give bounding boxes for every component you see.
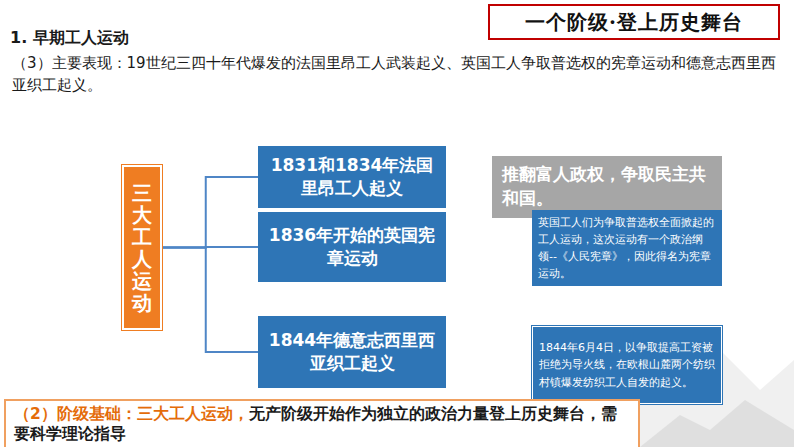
box-text: 1844年6月4日，以争取提高工资被拒绝为导火线，在欧根山麓两个纺织村镇爆发纺织… (539, 339, 715, 390)
box-text: 1836年开始的英国宪章运动 (266, 224, 438, 270)
category-box: 三大工人运动 (122, 165, 162, 330)
box-text: 1831和1834年法国里昂工人起义 (266, 154, 438, 200)
section-heading: 1. 早期工人运动 (10, 28, 310, 49)
box-text: 三大工人运动 (132, 182, 152, 314)
note-box: 推翻富人政权，争取民主共和国。 (492, 156, 722, 218)
title-box: 一个阶级·登上历史舞台 (488, 4, 780, 40)
summary-text: （3）主要表现：19世纪三四十年代爆发的法国里昂工人武装起义、英国工人争取普选权… (12, 52, 782, 96)
summary-box: （2）阶级基础：三大工人运动，无产阶级开始作为独立的政治力量登上历史舞台，需要科… (4, 399, 640, 447)
mountain-shape (640, 400, 794, 447)
bracket-connector (163, 248, 258, 353)
box-text: 推翻富人政权，争取民主共和国。 (502, 163, 712, 211)
note-box: 1844年6月4日，以争取提高工资被拒绝为导火线，在欧根山麓两个纺织村镇爆发纺织… (532, 326, 722, 404)
box-text: 英国工人们为争取普选权全面掀起的工人运动，这次运动有一个政治纲领--《人民宪章》… (538, 214, 716, 282)
event-box: 1836年开始的英国宪章运动 (258, 212, 446, 282)
box-text: （2）阶级基础：三大工人运动， (14, 405, 249, 423)
event-box: 1844年德意志西里西亚织工起义 (258, 316, 446, 388)
event-box: 1831和1834年法国里昂工人起义 (258, 146, 446, 208)
box-text: 1844年德意志西里西亚织工起义 (266, 329, 438, 375)
note-box: 英国工人们为争取普选权全面掀起的工人运动，这次运动有一个政治纲领--《人民宪章》… (532, 210, 722, 286)
title-text: 一个阶级·登上历史舞台 (525, 9, 743, 36)
bracket-connector (163, 177, 258, 248)
